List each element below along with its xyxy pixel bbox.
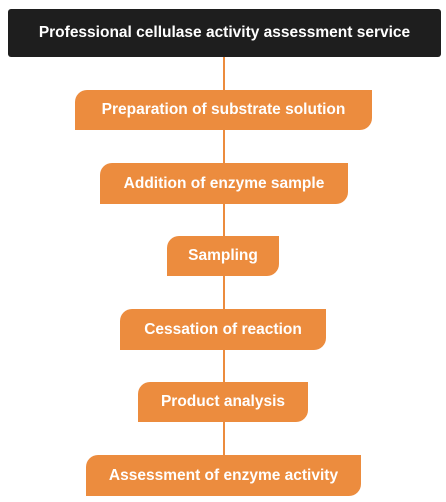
diagram-title: Professional cellulase activity assessme… xyxy=(38,24,411,41)
step-cessation-of-reaction: Cessation of reaction xyxy=(120,309,326,350)
step-label: Addition of enzyme sample xyxy=(123,174,325,192)
step-addition-of-enzyme-sample: Addition of enzyme sample xyxy=(100,163,348,204)
step-assessment-of-enzyme-activity: Assessment of enzyme activity xyxy=(86,455,361,496)
step-sampling: Sampling xyxy=(167,236,279,276)
step-label: Preparation of substrate solution xyxy=(101,101,346,118)
diagram-title-banner: Professional cellulase activity assessme… xyxy=(8,9,441,57)
step-label: Cessation of reaction xyxy=(144,320,302,338)
step-label: Sampling xyxy=(188,247,258,264)
step-preparation-of-substrate-solution: Preparation of substrate solution xyxy=(75,90,372,130)
step-label: Product analysis xyxy=(160,393,286,410)
step-label: Assessment of enzyme activity xyxy=(108,466,339,484)
step-product-analysis: Product analysis xyxy=(138,382,308,422)
